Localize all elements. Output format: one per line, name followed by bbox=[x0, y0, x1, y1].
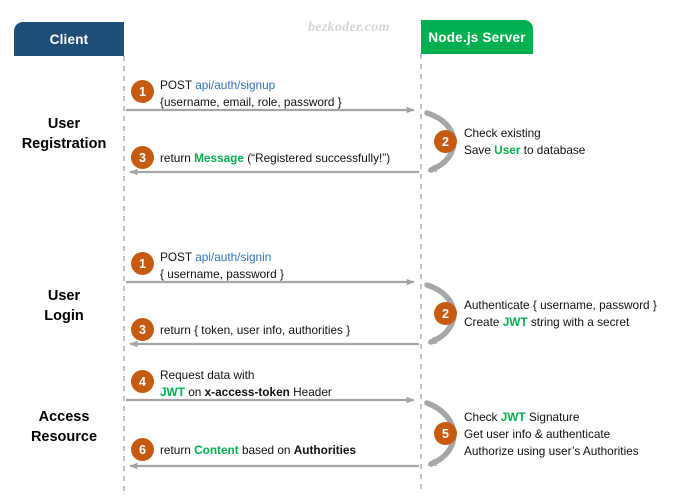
section-label-line1: User bbox=[47, 116, 81, 132]
message-signin-response: return { token, user info, authorities } bbox=[160, 322, 350, 339]
response-mid: based on bbox=[241, 443, 291, 457]
note-line1-suffix: Signature bbox=[528, 410, 580, 424]
section-label-line2: Login bbox=[44, 307, 84, 324]
actor-server-label: Node.js Server bbox=[428, 29, 526, 45]
section-label-user-registration: User Registration bbox=[4, 115, 124, 154]
entity-user: User bbox=[494, 142, 521, 157]
response-prefix: return bbox=[160, 151, 191, 165]
message-signin-response-line1: return { token, user info, authorities } bbox=[160, 323, 351, 337]
step-badge-1-login: 1 bbox=[131, 252, 154, 275]
note-line2: Save User to database bbox=[464, 142, 585, 159]
note-line2-prefix: Create bbox=[464, 314, 500, 329]
note-server-authenticate: Authenticate { username, password } Crea… bbox=[464, 297, 657, 331]
message-signin-request: POST api/auth/signin { username, passwor… bbox=[160, 249, 284, 283]
entity-authorities: Authorities bbox=[293, 443, 357, 457]
entity-jwt: JWT bbox=[500, 410, 526, 424]
step-badge-4: 4 bbox=[131, 370, 154, 393]
section-label-line1: Access bbox=[38, 409, 90, 425]
entity-message: Message bbox=[194, 151, 244, 165]
actor-client-box[interactable]: Client bbox=[14, 22, 124, 56]
note-line1: Check existing bbox=[464, 126, 541, 140]
step-badge-5: 5 bbox=[434, 422, 457, 445]
note-line2-suffix: to database bbox=[523, 142, 586, 157]
step-badge-1: 1 bbox=[131, 80, 154, 103]
note-server-check-existing: Check existing Save User to database bbox=[464, 125, 585, 159]
note-line1: Authenticate { username, password } bbox=[464, 298, 657, 312]
section-label-access-resource: Access Resource bbox=[4, 408, 124, 447]
entity-jwt: JWT bbox=[502, 314, 528, 329]
preposition: on bbox=[188, 384, 202, 399]
endpoint-path: api/auth/signin bbox=[195, 250, 272, 264]
note-line2-suffix: string with a secret bbox=[530, 314, 630, 329]
note-line2: Get user info & authenticate bbox=[464, 426, 611, 441]
section-label-line2: Registration bbox=[21, 135, 107, 152]
step-badge-3: 3 bbox=[131, 146, 154, 169]
note-line2: Create JWT string with a secret bbox=[464, 314, 657, 331]
message-resource-response-line1: return Content based on Authorities bbox=[160, 442, 356, 459]
http-method: POST bbox=[160, 250, 192, 264]
step-badge-3-login: 3 bbox=[131, 318, 154, 341]
message-signup-response-line1: return Message (“Registered successfully… bbox=[160, 150, 390, 167]
step-badge-6: 6 bbox=[131, 438, 154, 461]
entity-content: Content bbox=[194, 443, 239, 457]
message-signup-request: POST api/auth/signup {username, email, r… bbox=[160, 77, 342, 111]
section-label-line1: User bbox=[47, 288, 81, 304]
watermark: bezkoder.com bbox=[308, 20, 390, 35]
endpoint-path: api/auth/signup bbox=[195, 78, 276, 92]
step-badge-2: 2 bbox=[434, 130, 457, 153]
message-signin-request-line2: { username, password } bbox=[160, 266, 284, 281]
header-word: Header bbox=[293, 384, 332, 399]
actor-server-box[interactable]: Node.js Server bbox=[421, 20, 533, 54]
message-resource-request-line1: Request data with bbox=[160, 368, 255, 382]
response-prefix: return bbox=[160, 443, 191, 457]
note-server-check-jwt: Check JWT Signature Get user info & auth… bbox=[464, 409, 639, 459]
note-line1-prefix: Check bbox=[464, 410, 498, 424]
message-signup-request-line1: POST api/auth/signup bbox=[160, 77, 342, 94]
section-label-user-login: User Login bbox=[4, 287, 124, 326]
message-signup-request-line2: {username, email, role, password } bbox=[160, 94, 342, 109]
header-name: x-access-token bbox=[204, 384, 290, 399]
message-signup-response: return Message (“Registered successfully… bbox=[160, 150, 390, 167]
response-suffix: (“Registered successfully!”) bbox=[247, 151, 391, 165]
message-resource-request-line2: JWT on x-access-token Header bbox=[160, 384, 332, 401]
note-line1: Check JWT Signature bbox=[464, 409, 639, 426]
message-signin-request-line1: POST api/auth/signin bbox=[160, 249, 284, 266]
note-line2-prefix: Save bbox=[464, 142, 491, 157]
message-resource-response: return Content based on Authorities bbox=[160, 442, 356, 459]
message-resource-request: Request data with JWT on x-access-token … bbox=[160, 367, 332, 401]
entity-jwt: JWT bbox=[160, 384, 185, 399]
http-method: POST bbox=[160, 78, 192, 92]
note-line3: Authorize using user’s Authorities bbox=[464, 443, 639, 458]
step-badge-2-login: 2 bbox=[434, 302, 457, 325]
section-label-line2: Resource bbox=[30, 428, 98, 445]
actor-client-label: Client bbox=[49, 31, 89, 47]
